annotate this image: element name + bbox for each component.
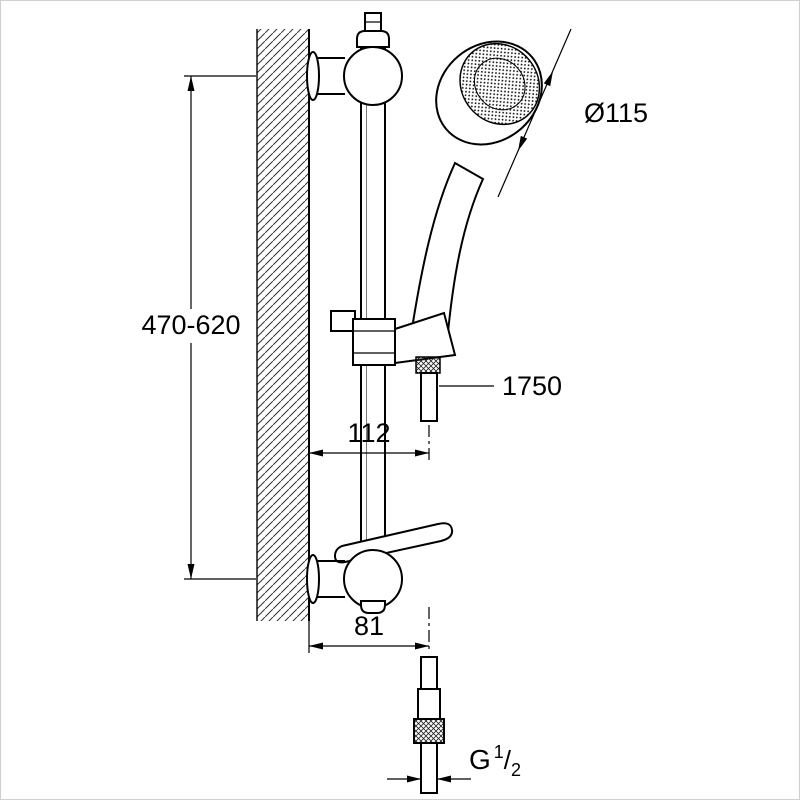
shower-handle: [409, 161, 485, 346]
dimension-line: [497, 28, 572, 198]
bracket-clamp: [343, 549, 403, 609]
rail-bottom-cap: [360, 600, 386, 614]
connector-body: [417, 688, 441, 720]
slider-holder: [330, 310, 457, 374]
shower-hose: [420, 372, 438, 463]
wall: [256, 29, 310, 621]
slider-clamp: [352, 318, 396, 366]
bracket-clamp: [343, 46, 403, 106]
spray-face-ring: [473, 57, 526, 111]
arrowhead: [518, 135, 528, 151]
knurled-nut: [413, 718, 445, 744]
handle-cone: [394, 311, 457, 365]
dimension-head-diameter: Ø115: [497, 28, 648, 198]
arrowhead-right: [407, 775, 421, 783]
thread-prefix: G: [469, 744, 491, 775]
hand-shower-offset-label: 112: [347, 418, 390, 448]
shower-head: [435, 40, 543, 146]
head-diameter-label: Ø115: [584, 98, 648, 128]
hose-connector: [413, 607, 445, 794]
arrowhead-left: [437, 775, 451, 783]
hose-length-label: 1750: [502, 371, 562, 401]
arrowhead-right: [415, 449, 429, 457]
wall-hatch: [257, 29, 309, 621]
height-range-label: 470-620: [141, 310, 240, 340]
soap-tray: [333, 522, 454, 564]
hose-nut: [415, 356, 441, 374]
thread-numerator: 1: [494, 742, 504, 762]
outlet-offset-label: 81: [354, 611, 384, 641]
spray-face: [459, 42, 541, 126]
connector-tube-bottom: [420, 742, 438, 794]
wall-escutcheon: [306, 554, 320, 604]
top-bracket: [306, 46, 403, 106]
label-mask: [135, 309, 247, 343]
thread-slash: /: [504, 745, 512, 775]
wall-escutcheon: [306, 51, 320, 101]
arrowhead-left: [309, 449, 323, 457]
arrowhead-left: [309, 642, 323, 650]
arrowhead-right: [415, 642, 429, 650]
connector-tube-top: [420, 656, 438, 690]
dimension-height: 470-620: [135, 75, 256, 580]
hose-stub: [420, 372, 438, 422]
arrowhead-up: [187, 76, 195, 91]
bottom-bracket: [306, 549, 403, 614]
rail-top-cap: [356, 12, 390, 48]
dimension-hose-length: 1750: [439, 371, 562, 401]
thread-denominator: 2: [511, 760, 521, 780]
arrowhead: [543, 71, 553, 87]
hand-shower: [409, 40, 543, 346]
slider-lever: [330, 310, 356, 332]
top-dome: [356, 30, 390, 48]
arrowhead-down: [187, 564, 195, 579]
dimension-hand-shower-offset: 112: [309, 418, 429, 457]
dimension-outlet-offset: 81: [308, 611, 429, 653]
